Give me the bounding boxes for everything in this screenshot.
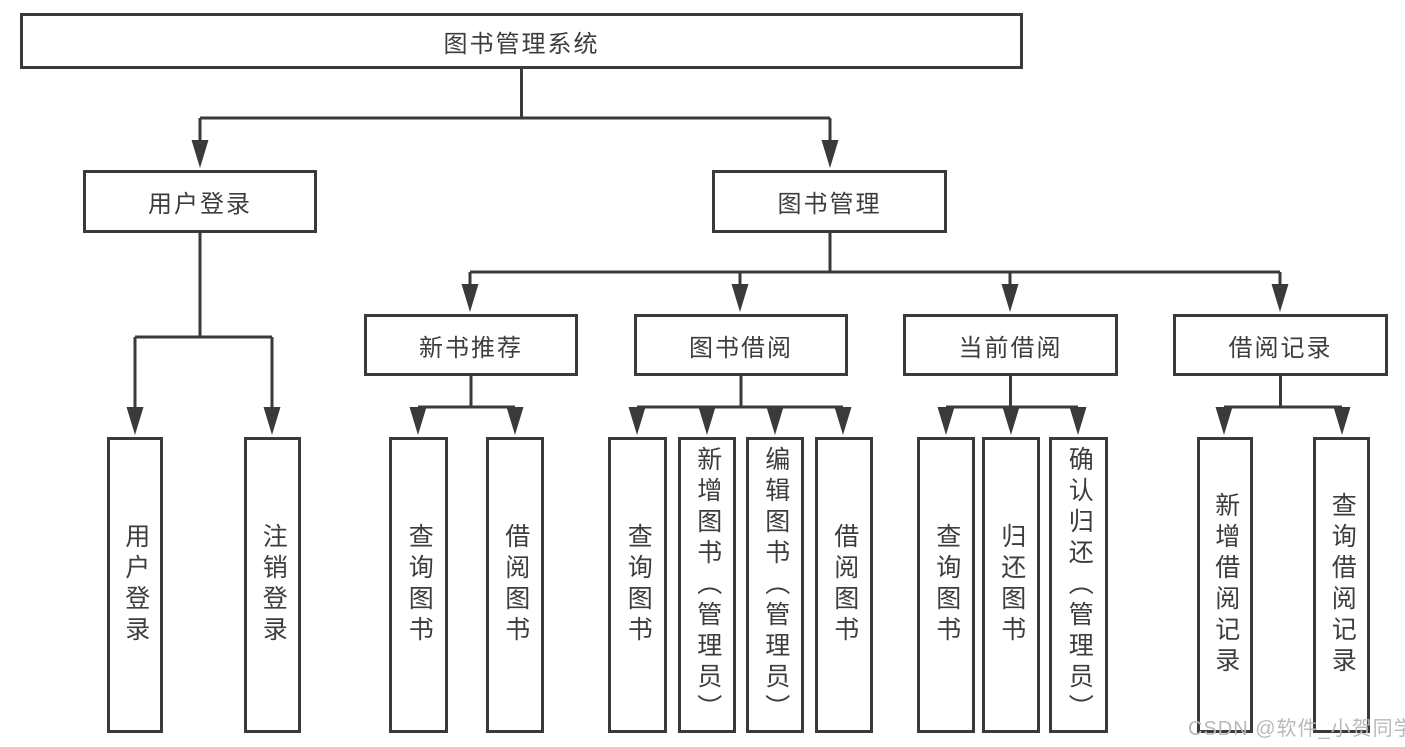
leaf-query-books-current: 查询图书 [917, 437, 975, 733]
leaf-borrow-books: 借阅图书 [815, 437, 873, 733]
leaf-return-books: 归还图书 [982, 437, 1040, 733]
node-label: 借阅记录 [1228, 334, 1333, 362]
node-label: 图书管理 [777, 191, 882, 218]
node-user-login: 用户登录 [83, 170, 317, 233]
node-label: 新书推荐 [419, 334, 523, 362]
leaf-label: 查询图书 [405, 523, 434, 647]
leaf-label: 借阅图书 [501, 523, 530, 647]
node-book-management: 图书管理 [712, 170, 947, 233]
leaf-query-books-recommend: 查询图书 [389, 437, 448, 733]
node-current-borrow: 当前借阅 [903, 314, 1118, 376]
leaf-confirm-return-admin: 确认归还（管理员） [1049, 437, 1108, 733]
leaf-query-books-borrow: 查询图书 [608, 437, 667, 733]
leaf-label: 查询图书 [932, 523, 961, 647]
leaf-label: 注销登录 [259, 523, 288, 647]
leaf-label: 查询借阅记录 [1328, 492, 1357, 678]
node-label: 图书借阅 [689, 334, 793, 362]
leaf-label: 确认归还（管理员） [1065, 445, 1094, 725]
leaf-label: 新增借阅记录 [1211, 492, 1240, 678]
node-label: 当前借阅 [958, 334, 1063, 362]
leaf-query-borrow-record: 查询借阅记录 [1313, 437, 1370, 733]
leaf-label: 编辑图书（管理员） [761, 445, 790, 725]
leaf-label: 用户登录 [121, 523, 150, 647]
node-label: 图书管理系统 [443, 30, 600, 58]
leaf-label: 查询图书 [624, 523, 653, 647]
node-library-management-system: 图书管理系统 [20, 13, 1023, 69]
node-new-book-recommend: 新书推荐 [364, 314, 578, 376]
leaf-borrow-books-recommend: 借阅图书 [486, 437, 544, 733]
node-book-borrow: 图书借阅 [634, 314, 848, 376]
leaf-add-borrow-record: 新增借阅记录 [1197, 437, 1253, 733]
leaf-label: 新增图书（管理员） [693, 445, 722, 725]
leaf-label: 归还图书 [997, 523, 1026, 647]
leaf-add-books-admin: 新增图书（管理员） [678, 437, 736, 733]
csdn-watermark: CSDN @软件_小贺同学 [1188, 718, 1405, 740]
leaf-label: 借阅图书 [830, 523, 859, 647]
node-label: 用户登录 [148, 191, 252, 218]
leaf-user-login: 用户登录 [107, 437, 163, 733]
leaf-edit-books-admin: 编辑图书（管理员） [746, 437, 804, 733]
node-borrow-records: 借阅记录 [1173, 314, 1388, 376]
leaf-logout-login: 注销登录 [244, 437, 301, 733]
